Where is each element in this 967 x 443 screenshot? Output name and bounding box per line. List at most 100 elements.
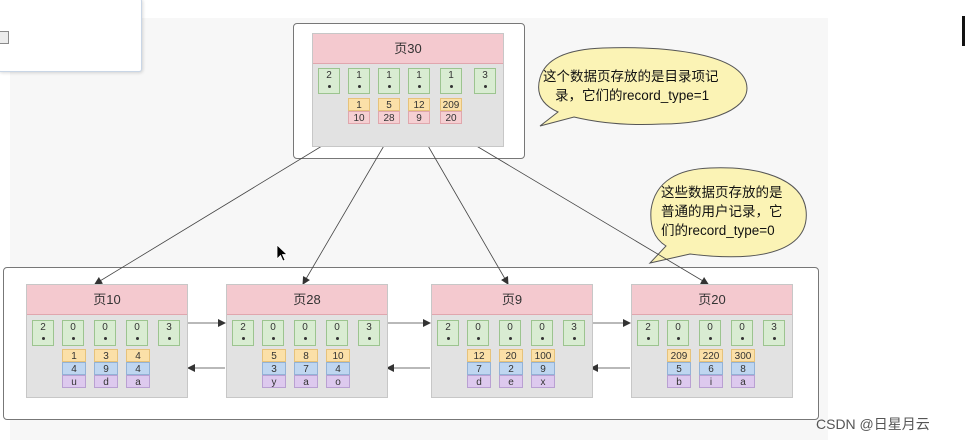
record-col3: d — [94, 375, 118, 388]
record-type-label: 3 — [482, 70, 488, 81]
record-type-label: 0 — [539, 322, 545, 333]
user-record: 2 — [637, 320, 659, 346]
record-type-label: 0 — [134, 322, 140, 333]
directory-page-number: 9 — [408, 111, 430, 124]
pointer-to-page28 — [302, 131, 393, 285]
record-type-label: 3 — [166, 322, 172, 333]
record-key: 12 — [467, 349, 491, 362]
record-type-label: 1 — [416, 70, 422, 81]
record-type-label: 0 — [675, 322, 681, 333]
pointer-dot — [509, 337, 512, 340]
leaf-page-title: 页10 — [27, 285, 187, 315]
user-record: 0 — [294, 320, 316, 346]
record-type-label: 1 — [356, 70, 362, 81]
user-record: 0 — [62, 320, 84, 346]
window-button[interactable] — [0, 31, 9, 44]
callout-user-line3: 们的record_type=0 — [661, 223, 775, 238]
callout-directory-line2: 录，它们的record_type=1 — [555, 88, 710, 103]
record-col2: 5 — [667, 362, 691, 375]
record-col2: 8 — [731, 362, 755, 375]
record-type-label: 0 — [475, 322, 481, 333]
pointer-to-page9 — [419, 131, 509, 285]
leaf-page-title: 页28 — [227, 285, 387, 315]
record-type-label: 3 — [771, 322, 777, 333]
record-key: 8 — [294, 349, 318, 362]
pointer-dot — [104, 337, 107, 340]
pointer-dot — [677, 337, 680, 340]
record-col3: d — [467, 375, 491, 388]
record-col3: a — [294, 375, 318, 388]
pointer-dot — [304, 337, 307, 340]
directory-record: 1 — [378, 68, 400, 94]
record-col2: 4 — [126, 362, 150, 375]
pointer-dot — [450, 85, 453, 88]
record-col3: u — [62, 375, 86, 388]
record-col3: y — [262, 375, 286, 388]
record-key: 3 — [94, 349, 118, 362]
record-key: 220 — [699, 349, 723, 362]
directory-page-number: 28 — [378, 111, 400, 124]
record-col2: 7 — [467, 362, 491, 375]
directory-record: 2 — [318, 68, 340, 94]
pointer-dot — [328, 85, 331, 88]
user-record: 3 — [158, 320, 180, 346]
user-record: 0 — [699, 320, 721, 346]
record-type-label: 2 — [40, 322, 46, 333]
record-type-label: 2 — [445, 322, 451, 333]
directory-page-number: 20 — [440, 111, 462, 124]
pointer-dot — [272, 337, 275, 340]
record-col3: a — [126, 375, 150, 388]
user-record: 0 — [467, 320, 489, 346]
record-type-label: 0 — [102, 322, 108, 333]
directory-page-title: 页30 — [313, 34, 503, 64]
user-record: 2 — [437, 320, 459, 346]
pointer-dot — [72, 337, 75, 340]
directory-record: 1 — [440, 68, 462, 94]
pointer-to-page20 — [452, 131, 709, 285]
record-type-label: 1 — [386, 70, 392, 81]
pointer-dot — [418, 85, 421, 88]
record-key: 20 — [499, 349, 523, 362]
pointer-dot — [358, 85, 361, 88]
record-type-label: 0 — [707, 322, 713, 333]
record-col3: a — [731, 375, 755, 388]
user-record: 0 — [326, 320, 348, 346]
record-key: 5 — [262, 349, 286, 362]
directory-min-key: 1 — [348, 98, 370, 111]
user-record: 2 — [32, 320, 54, 346]
pointer-dot — [42, 337, 45, 340]
record-type-label: 3 — [366, 322, 372, 333]
callout-user-bubble — [648, 167, 807, 264]
partial-window — [0, 0, 142, 72]
record-col2: 9 — [94, 362, 118, 375]
callout-user-line2: 普通的用户记录，它 — [661, 204, 783, 219]
callout-directory-line1: 这个数据页存放的是目录项记 — [543, 69, 719, 84]
record-type-label: 0 — [739, 322, 745, 333]
record-type-label: 0 — [334, 322, 340, 333]
user-record: 0 — [126, 320, 148, 346]
record-col3: i — [699, 375, 723, 388]
record-col3: e — [499, 375, 523, 388]
pointer-to-page10 — [94, 131, 346, 285]
record-type-label: 2 — [645, 322, 651, 333]
record-col2: 4 — [62, 362, 86, 375]
record-col2: 7 — [294, 362, 318, 375]
callout-user-line1: 这些数据页存放的是 — [661, 185, 783, 200]
record-key: 1 — [62, 349, 86, 362]
record-col3: o — [326, 375, 350, 388]
pointer-dot — [168, 337, 171, 340]
record-type-label: 2 — [240, 322, 246, 333]
directory-min-key: 12 — [408, 98, 430, 111]
callout-directory-text: 这个数据页存放的是目录项记 录，它们的record_type=1 — [543, 67, 748, 105]
record-key: 100 — [531, 349, 555, 362]
pointer-dot — [368, 337, 371, 340]
record-key: 209 — [667, 349, 691, 362]
pointer-dot — [336, 337, 339, 340]
record-col2: 6 — [699, 362, 723, 375]
mouse-cursor-icon — [276, 244, 288, 262]
pointer-dot — [541, 337, 544, 340]
leaf-page-title: 页9 — [432, 285, 592, 315]
record-type-label: 0 — [270, 322, 276, 333]
